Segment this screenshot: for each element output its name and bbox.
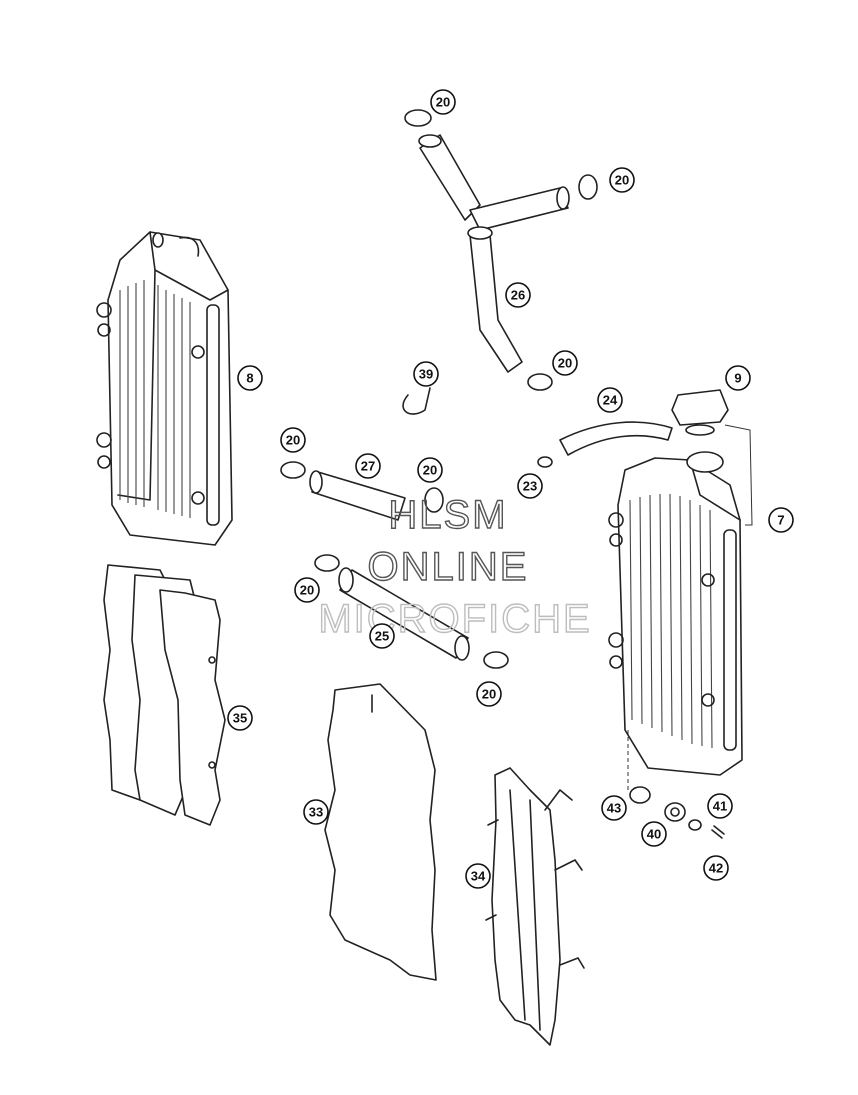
hose-25 [338,567,470,661]
callout-9: 9 [725,365,751,391]
svg-text:20: 20 [615,173,629,188]
radiator-cap-9 [671,389,729,436]
svg-text:26: 26 [511,288,525,303]
cable-tie-39 [402,387,431,415]
callout-20-d: 20 [280,427,306,453]
svg-text:42: 42 [709,861,723,876]
callout-20-a: 20 [430,89,456,115]
callout-43: 43 [601,795,627,821]
fitting-23 [537,456,553,468]
callout-26: 26 [505,282,531,308]
svg-text:20: 20 [423,463,437,478]
right-radiator-fins [629,493,713,749]
right-shroud-34 [485,767,585,1046]
svg-text:40: 40 [647,827,661,842]
svg-text:35: 35 [233,711,247,726]
watermark-line2: ONLINE [368,545,529,589]
svg-text:24: 24 [603,393,618,408]
callout-7: 7 [768,507,794,533]
svg-text:43: 43 [607,801,621,816]
callout-41: 41 [707,793,733,819]
svg-text:33: 33 [309,805,323,820]
callout-33: 33 [303,799,329,825]
callout-20-b: 20 [609,167,635,193]
svg-text:20: 20 [482,687,496,702]
right-radiator [608,451,743,790]
left-radiator [96,231,233,546]
callout-23: 23 [517,473,543,499]
callout-34: 34 [465,863,491,889]
watermark: HLSM ONLINE MICROFICHE [318,492,591,641]
svg-text:39: 39 [419,367,433,382]
svg-text:20: 20 [558,356,572,371]
upper-hose-assembly [418,134,570,373]
callout-42: 42 [703,855,729,881]
svg-text:27: 27 [361,459,375,474]
overflow-hose-24 [559,421,673,456]
center-shroud-33 [324,683,437,981]
svg-text:20: 20 [436,95,450,110]
callout-20-e: 20 [417,457,443,483]
leader-7 [724,424,753,526]
drain-plug-parts [629,786,725,839]
callout-40: 40 [641,821,667,847]
svg-text:34: 34 [471,869,486,884]
svg-text:25: 25 [375,629,389,644]
left-radiator-fins [119,280,191,518]
callout-20-g: 20 [476,681,502,707]
svg-text:7: 7 [777,513,784,528]
callout-8: 8 [237,365,263,391]
left-shroud-35 [103,564,226,826]
svg-text:23: 23 [523,479,537,494]
callout-24: 24 [597,387,623,413]
hose-clamps [280,109,598,669]
callout-25: 25 [369,623,395,649]
callout-27: 27 [355,453,381,479]
hose-27 [309,470,406,521]
svg-text:41: 41 [713,799,727,814]
callout-20-c: 20 [552,350,578,376]
svg-text:8: 8 [246,371,253,386]
svg-text:20: 20 [300,583,314,598]
callout-39: 39 [413,361,439,387]
watermark-line3: MICROFICHE [318,597,591,641]
callout-35: 35 [227,705,253,731]
svg-text:9: 9 [734,371,741,386]
svg-text:20: 20 [286,433,300,448]
callout-20-f: 20 [294,577,320,603]
watermark-line1: HLSM [388,493,507,537]
